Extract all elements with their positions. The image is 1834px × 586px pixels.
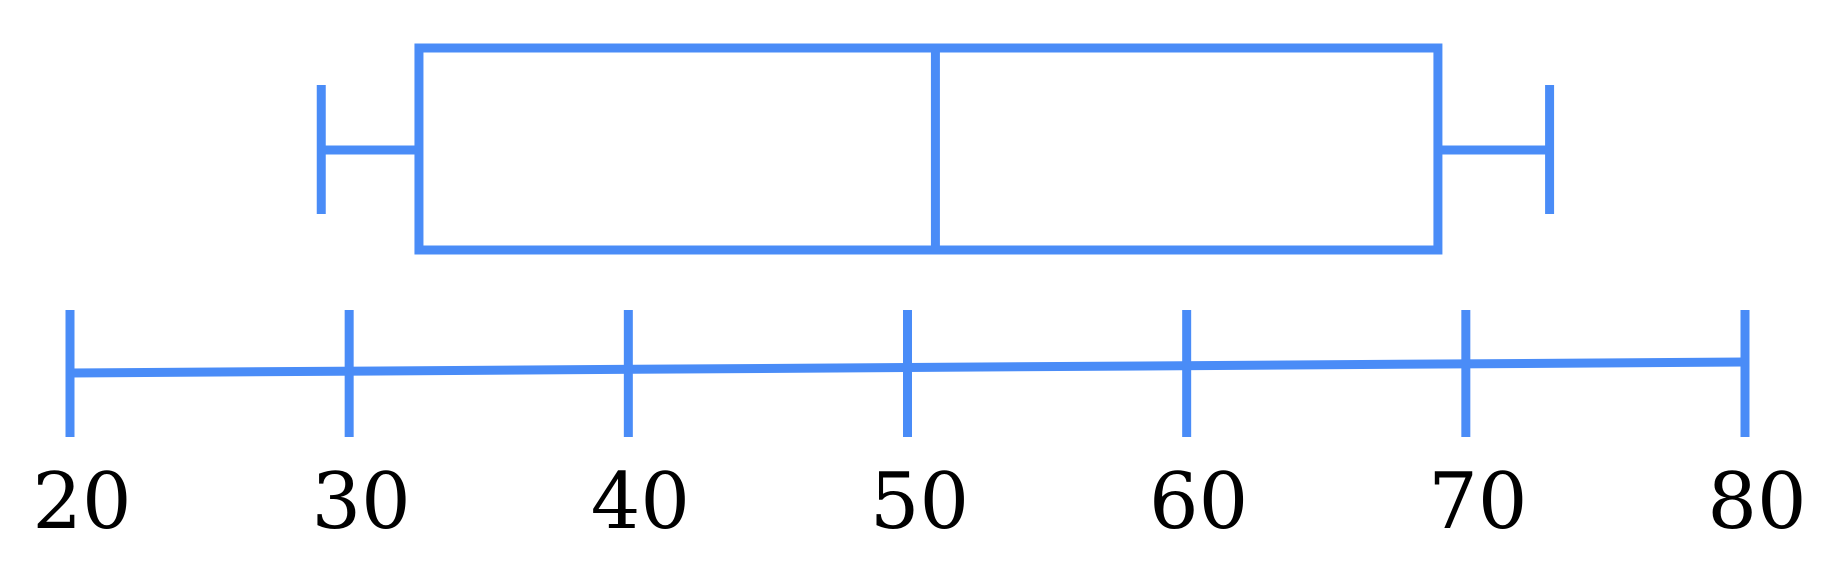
tick-labels: 20 30 40 50 60 70 80 (32, 457, 1806, 547)
tick-label: 30 (312, 457, 411, 547)
tick-label: 40 (591, 457, 690, 547)
iqr-box (414, 43, 1443, 255)
tick-label: 50 (870, 457, 969, 547)
number-line-axis (65, 310, 1750, 437)
box-plot (316, 43, 1555, 255)
tick-label: 60 (1149, 457, 1248, 547)
tick-label: 20 (32, 457, 131, 547)
tick-label: 80 (1707, 457, 1806, 547)
tick-label: 70 (1428, 457, 1527, 547)
